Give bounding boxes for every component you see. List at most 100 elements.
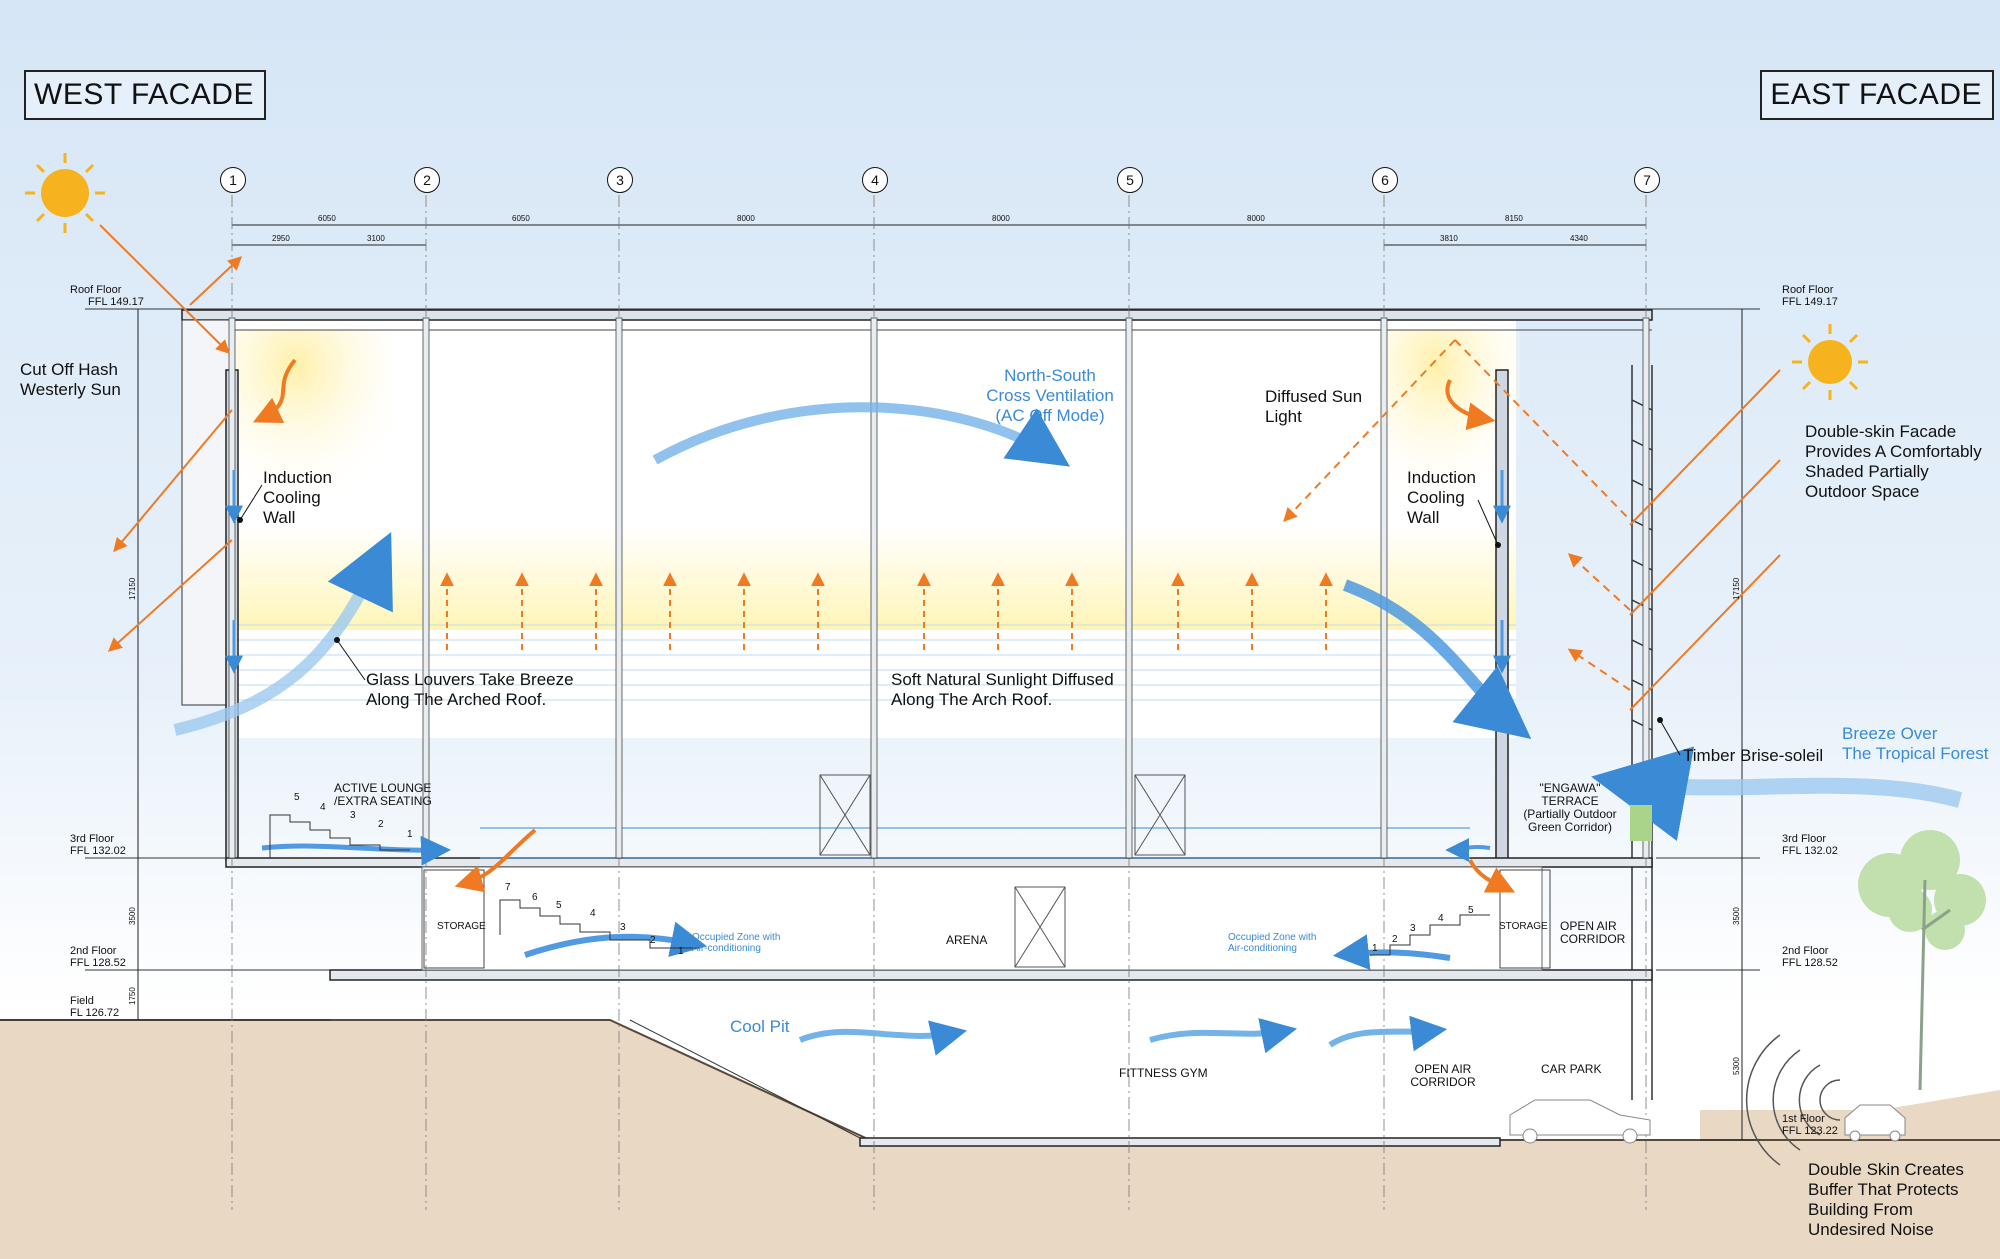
dim-vertical-basement-right: 5300 (1732, 1057, 1741, 1075)
arena-label: ARENA (946, 933, 988, 947)
dim-span-5: 8000 (1247, 214, 1265, 223)
level-value: FFL 128.52 (1782, 957, 1838, 969)
grid-id-5: 5 (1117, 167, 1143, 193)
grid-id-4: 4 (862, 167, 888, 193)
row-number: 1 (407, 829, 413, 840)
row-number: 5 (1468, 905, 1474, 916)
tree-trunk (1918, 879, 1951, 1091)
row-number: 1 (1372, 943, 1378, 954)
row-number: 4 (1438, 913, 1444, 924)
grid-id-2: 2 (414, 167, 440, 193)
row-number: 3 (350, 810, 356, 821)
dim-sub-1: 2950 (272, 234, 290, 243)
dim-span-4: 8000 (992, 214, 1010, 223)
column (615, 317, 623, 859)
dim-sub-2: 3100 (367, 234, 385, 243)
column (1380, 317, 1388, 859)
car-icon (1844, 1104, 1906, 1142)
grid-id-3: 3 (607, 167, 633, 193)
datum-lines (0, 308, 1760, 1141)
noise-arcs (1745, 1034, 1841, 1166)
grid-id-1: 1 (220, 167, 246, 193)
row-number: 3 (1410, 923, 1416, 934)
dimension-lines (137, 224, 1743, 1140)
column (870, 317, 878, 859)
storage-west-box (423, 869, 485, 969)
structural-grid (228, 195, 1650, 1210)
level-value: FFL 123.22 (1782, 1125, 1838, 1137)
row-number: 1 (678, 946, 684, 957)
roof-slab (181, 309, 1653, 321)
dim-span-6: 8150 (1505, 214, 1523, 223)
car-park-label: CAR PARK (1541, 1062, 1602, 1076)
first-floor-slab (859, 1137, 1501, 1147)
dim-vertical-middle-right: 3500 (1732, 907, 1741, 925)
dim-span-3: 8000 (737, 214, 755, 223)
column (422, 317, 430, 859)
dim-sub-3: 3810 (1440, 234, 1458, 243)
wall-heat-arrows (252, 358, 1516, 893)
west-facade-label: WEST FACADE (24, 70, 266, 120)
leader-dot (237, 517, 243, 523)
lift-cores (819, 774, 1186, 968)
row-number: 5 (556, 900, 562, 911)
leader-dot (1495, 542, 1501, 548)
level-value: FFL 132.02 (70, 845, 126, 857)
row-number: 5 (294, 792, 300, 803)
row-number: 4 (590, 908, 596, 919)
storage-east-box (1499, 869, 1551, 969)
grid-id-7: 7 (1634, 167, 1660, 193)
row-number: 4 (320, 802, 326, 813)
railing (480, 827, 1470, 859)
row-number: 2 (650, 935, 656, 946)
planter (1630, 805, 1652, 841)
east-facade-label: EAST FACADE (1760, 70, 1994, 120)
column (228, 317, 236, 859)
tree-icon (1858, 830, 1986, 950)
timber-brise-soleil-note: Timber Brise-soleil (1683, 746, 1824, 765)
grid-id-6: 6 (1372, 167, 1398, 193)
cool-pit-label: Cool Pit (730, 1017, 790, 1036)
car-icon (1509, 1099, 1651, 1144)
level-value: FFL 149.17 (88, 296, 144, 308)
row-number: 7 (505, 882, 511, 893)
west-parapet (181, 319, 233, 706)
airflow (173, 402, 1963, 1056)
column (1642, 317, 1650, 859)
dim-vertical-middle-left: 3500 (128, 907, 137, 925)
second-floor-slab (329, 969, 1653, 981)
active-lounge-label: ACTIVE LOUNGE/EXTRA SEATING (334, 781, 432, 808)
level-value: FFL 149.17 (1782, 296, 1838, 308)
west-sun-icon (25, 153, 105, 233)
level-value: FL 126.72 (70, 1007, 120, 1019)
column (1125, 317, 1133, 859)
leader-dot (1657, 717, 1663, 723)
dim-span-2: 6050 (512, 214, 530, 223)
storage-west-label: STORAGE (437, 921, 486, 932)
dim-vertical-upper-right: 17150 (1732, 577, 1741, 600)
level-value: FFL 132.02 (1782, 845, 1838, 857)
east-sun-icon (1792, 324, 1868, 400)
dim-sub-4: 4340 (1570, 234, 1588, 243)
